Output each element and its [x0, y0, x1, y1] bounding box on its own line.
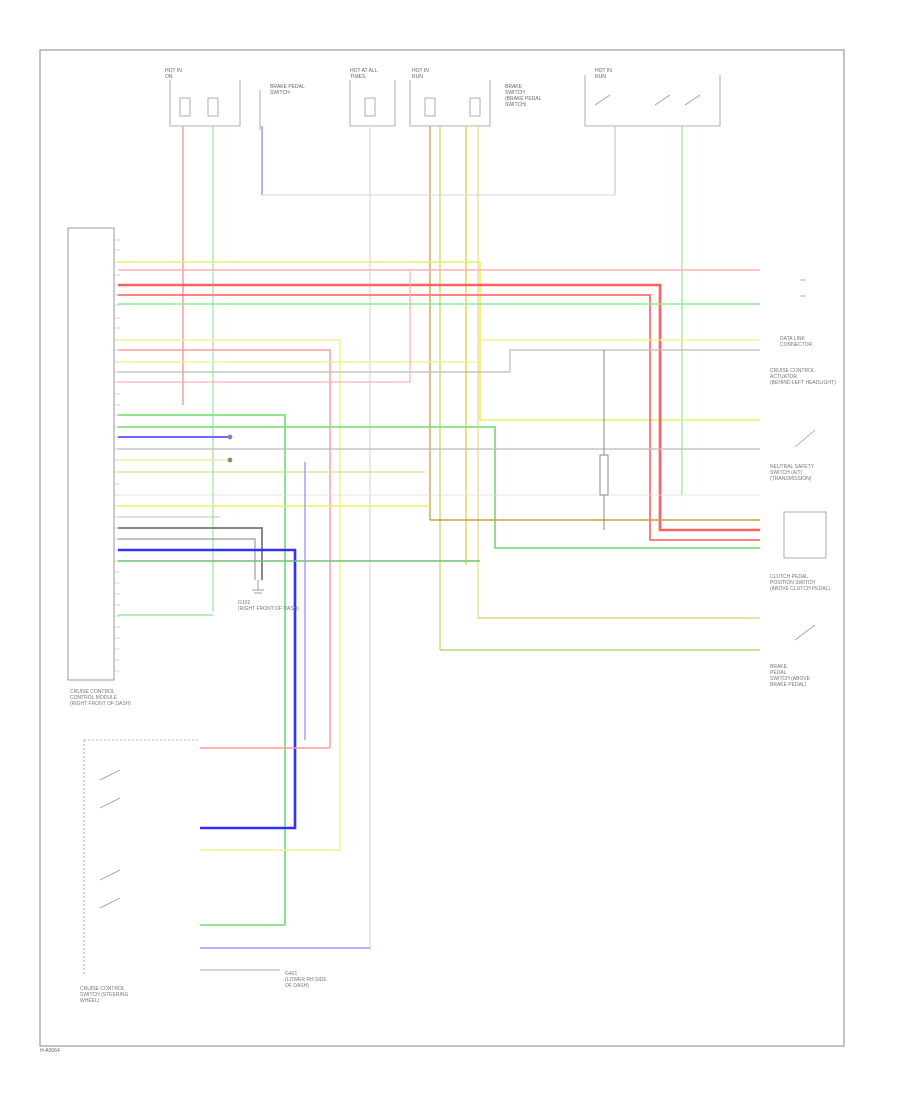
footer-code: H-A0064 — [40, 1048, 60, 1054]
top-label-5a: BRAKE — [505, 84, 523, 90]
module-label-3: (RIGHT FRONT OF DASH) — [70, 701, 131, 707]
module-label-2: CONTROL MODULE — [70, 695, 118, 701]
right-label-2a: CRUISE CONTROL — [770, 368, 815, 374]
cruise-control-switch — [83, 739, 200, 975]
switch-label-1: CRUISE CONTROL — [80, 986, 125, 992]
bottom-ground-label-2: (LOWER RH SIDE — [285, 977, 327, 983]
ground-label: G102 (RIGHT FRONT OF DASH) — [238, 600, 299, 612]
top-fuse-block-left — [169, 80, 261, 130]
top-label-3a: HOT AT ALL — [350, 68, 378, 74]
right-label-3b: SWITCH (A/T) — [770, 470, 803, 476]
ground-label-2: (RIGHT FRONT OF DASH) — [238, 606, 299, 612]
top-label-4b: RUN — [412, 74, 423, 80]
bottom-switch-wires — [200, 747, 370, 971]
module-horizontal-wires — [118, 261, 760, 925]
top-label-6b: RUN — [595, 74, 606, 80]
right-label-5a: BRAKE — [770, 664, 788, 670]
top-label-3b: TIMES — [350, 74, 366, 80]
top-label-1b: ON — [165, 74, 173, 80]
top-label-5b: SWITCH — [505, 90, 525, 96]
switch-contacts — [99, 769, 121, 909]
right-label-3a: NEUTRAL SAFETY — [770, 464, 815, 470]
diagram-frame — [39, 49, 845, 1047]
right-label-4c: (ABOVE CLUTCH PEDAL) — [770, 586, 830, 592]
right-label-1b: CONNECTOR — [780, 342, 813, 348]
cruise-control-module — [67, 227, 115, 681]
actuator-connector — [599, 350, 609, 530]
ground-splices — [227, 434, 264, 594]
module-label: CRUISE CONTROL CONTROL MODULE (RIGHT FRO… — [70, 689, 131, 707]
right-switches — [783, 279, 827, 641]
top-label-5c: (BRAKE PEDAL — [505, 96, 542, 102]
right-label-4a: CLUTCH PEDAL — [770, 574, 808, 580]
bottom-ground-label-1: G401 — [285, 971, 297, 977]
top-label-1a: HOT IN — [165, 68, 182, 74]
right-labels: DATA LINK CONNECTOR CRUISE CONTROL ACTUA… — [770, 336, 836, 688]
right-label-5d: BRAKE PEDAL) — [770, 682, 807, 688]
top-label-2b: SWITCH — [270, 90, 290, 96]
top-fuse-block-mid — [349, 80, 491, 127]
top-label-4a: HOT IN — [412, 68, 429, 74]
right-label-2c: (BEHIND LEFT HEADLIGHT) — [770, 380, 836, 386]
ground-label-1: G102 — [238, 600, 250, 606]
right-label-3c: (TRANSMISSION) — [770, 476, 812, 482]
top-label-2a: BRAKE PEDAL — [270, 84, 305, 90]
switch-label-2: SWITCH (STEERING — [80, 992, 128, 998]
right-label-2b: ACTUATOR — [770, 374, 797, 380]
top-labels: HOT IN ON BRAKE PEDAL SWITCH HOT AT ALL … — [165, 68, 612, 108]
top-label-6a: HOT IN — [595, 68, 612, 74]
right-label-5c: SWITCH (ABOVE — [770, 676, 811, 682]
bottom-ground-label-3: OF DASH) — [285, 983, 309, 989]
switch-label-3: WHEEL) — [80, 998, 100, 1004]
top-label-5d: SWITCH) — [505, 102, 527, 108]
right-label-1a: DATA LINK — [780, 336, 805, 342]
top-drop-wires — [182, 126, 683, 950]
switch-label: CRUISE CONTROL SWITCH (STEERING WHEEL) — [80, 986, 128, 1004]
bottom-ground: G401 (LOWER RH SIDE OF DASH) — [285, 971, 327, 989]
right-label-4b: POSITION SWITCH — [770, 580, 815, 586]
right-label-5b: PEDAL — [770, 670, 787, 676]
module-label-1: CRUISE CONTROL — [70, 689, 115, 695]
top-switch-block-right — [584, 75, 721, 127]
